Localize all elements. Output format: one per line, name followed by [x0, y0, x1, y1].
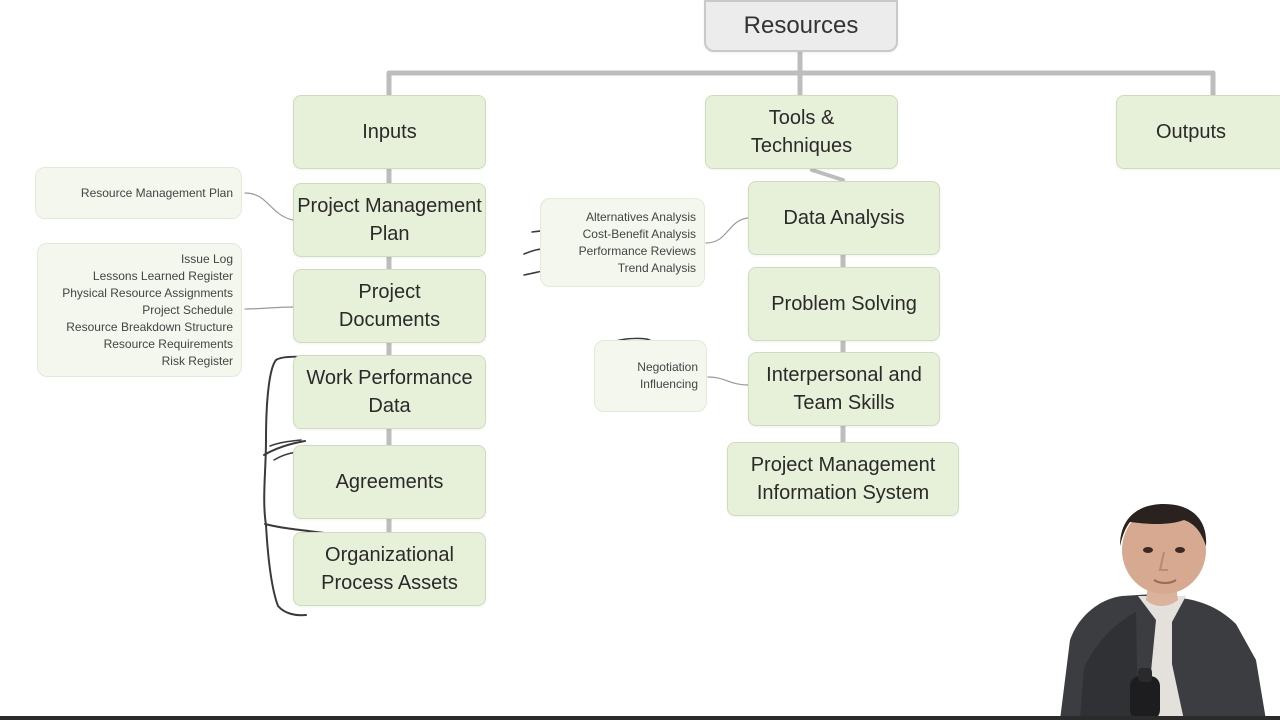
- note-item: Lessons Learned Register: [92, 268, 233, 283]
- column-header-inputs-label: Inputs: [362, 121, 417, 143]
- input-node-work-performance-data: Work Performance Data: [293, 355, 486, 429]
- handwritten-stroke-1: [263, 440, 306, 456]
- handwritten-stroke-2: [269, 439, 302, 447]
- input-label: Agreements: [335, 471, 444, 493]
- column-header-tools: Tools & Techniques: [705, 95, 898, 169]
- note-connector-interpersonal: [707, 376, 749, 386]
- note-connector-documents: [244, 306, 294, 310]
- input-label: Work Performance Data: [306, 367, 473, 417]
- column-header-outputs-label: Outputs: [1155, 121, 1227, 143]
- note-item: Performance Reviews: [578, 243, 696, 258]
- note-item: Influencing: [639, 377, 698, 391]
- note-connector-pm-plan: [244, 192, 294, 221]
- root-node-resources: Resources: [704, 0, 898, 52]
- input-label: Project Documents: [338, 281, 441, 331]
- column-header-tools-label: Tools & Techniques: [750, 107, 853, 157]
- note-pm-plan: Resource Management Plan: [35, 167, 242, 219]
- note-item: Negotiation: [637, 360, 698, 374]
- root-label: Resources: [743, 12, 859, 39]
- tool-node-data-analysis: Data Analysis: [748, 181, 940, 255]
- presenter-webcam: [1060, 500, 1280, 720]
- column-header-inputs: Inputs: [293, 95, 486, 169]
- note-item: Physical Resource Assignments: [62, 285, 233, 300]
- tool-label: Problem Solving: [771, 293, 917, 315]
- bottom-bar: [0, 716, 1280, 720]
- input-node-agreements: Agreements: [293, 445, 486, 519]
- input-label: Organizational Process Assets: [321, 544, 458, 594]
- note-connector-data-analysis: [705, 217, 749, 244]
- tool-label: Interpersonal and Team Skills: [766, 364, 922, 414]
- column-header-outputs: Outputs: [1116, 95, 1280, 169]
- note-item: Risk Register: [161, 353, 233, 368]
- note-item: Resource Management Plan: [80, 185, 233, 200]
- note-item: Cost-Benefit Analysis: [582, 226, 696, 241]
- input-node-project-management-plan: Project Management Plan: [293, 183, 486, 257]
- tool-node-problem-solving: Problem Solving: [748, 267, 940, 341]
- note-item: Issue Log: [180, 251, 233, 266]
- handwritten-bracket: [263, 355, 319, 617]
- tool-node-interpersonal-team-skills: Interpersonal and Team Skills: [748, 352, 940, 426]
- input-node-project-documents: Project Documents: [293, 269, 486, 343]
- input-label: Project Management Plan: [297, 195, 482, 245]
- input-node-organizational-process-assets: Organizational Process Assets: [293, 532, 486, 606]
- note-item: Alternatives Analysis: [585, 209, 696, 224]
- tool-node-pmis: Project Management Information System: [727, 442, 959, 516]
- tools-link-top: [810, 168, 845, 182]
- note-item: Resource Requirements: [103, 336, 233, 351]
- tool-label: Project Management Information System: [750, 454, 936, 504]
- note-item: Trend Analysis: [617, 260, 696, 275]
- note-item: Project Schedule: [142, 302, 233, 317]
- tool-label: Data Analysis: [783, 207, 905, 229]
- presenter-image: [1060, 500, 1280, 720]
- note-item: Resource Breakdown Structure: [66, 319, 233, 334]
